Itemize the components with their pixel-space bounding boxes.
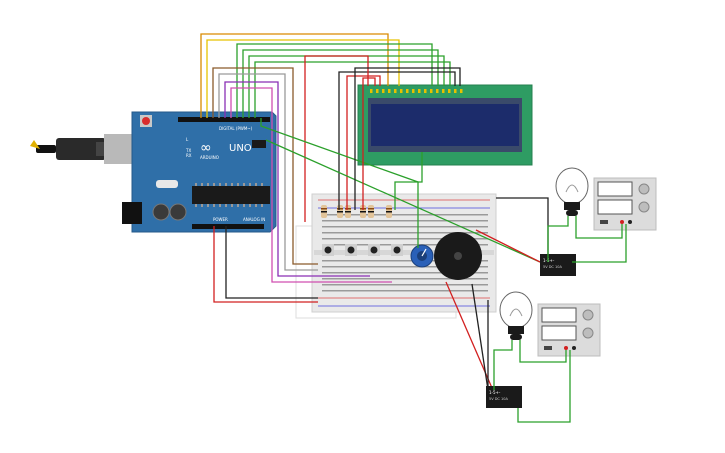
wire-red-top xyxy=(304,55,369,222)
arduino-brand-label: ARDUINO xyxy=(200,155,219,160)
wire-green-r2-psu xyxy=(517,350,571,423)
piezo-buzzer xyxy=(434,232,482,280)
wire-red-relay2 xyxy=(445,281,493,389)
wire-orange xyxy=(200,33,389,118)
light-bulb-2 xyxy=(499,291,533,340)
wire-green-r2-bulb xyxy=(493,340,513,390)
lcd-display xyxy=(357,84,533,166)
wire-black-gnd xyxy=(225,226,318,299)
relay-1: 1-5+- 5V DC 10A xyxy=(540,254,576,276)
pushbuttons xyxy=(322,244,403,256)
wire-green-lcd-5 xyxy=(394,152,423,210)
wires-green-power xyxy=(493,216,627,423)
wire-yellow xyxy=(206,39,400,118)
wire-red-5v xyxy=(213,226,318,303)
wire-red-lcd xyxy=(346,75,381,210)
analog-pins-label: ANALOG IN xyxy=(243,217,265,222)
light-bulb-1 xyxy=(555,167,589,216)
wire-green-r1-bulb xyxy=(547,216,569,262)
resistor-3 xyxy=(345,205,351,218)
rx-led-label: RX xyxy=(186,153,192,158)
lcd-pins xyxy=(370,89,463,93)
potentiometer[interactable] xyxy=(410,244,434,268)
wire-pink xyxy=(230,87,392,283)
l-led-label: L xyxy=(186,137,189,142)
arduino-model-label: UNO xyxy=(229,143,252,154)
relay-2-label-line2: 5V DC 10A xyxy=(489,397,508,401)
digital-pins-label: DIGITAL (PWM~) xyxy=(219,126,253,131)
wire-red-lcd-2 xyxy=(362,77,376,210)
resistor-5 xyxy=(368,205,374,218)
relay-1-label-line2: 5V DC 10A xyxy=(543,265,562,269)
relay-2: 1-5+- 5V DC 10A xyxy=(486,386,522,408)
pushbutton-4[interactable] xyxy=(391,244,403,256)
wire-green-diagonal xyxy=(265,139,541,263)
wire-gray xyxy=(218,73,318,271)
wire-green-pot xyxy=(260,118,419,248)
relay-1-label-line1: 1-5+- xyxy=(543,258,555,263)
pushbutton-3[interactable] xyxy=(368,244,380,256)
wire-green-1 xyxy=(236,43,433,118)
wire-brown xyxy=(212,67,318,265)
power-supply-1 xyxy=(593,177,657,231)
power-pins-label: POWER xyxy=(213,217,228,222)
wire-red-relay1 xyxy=(475,229,541,263)
tx-led-label: TX xyxy=(185,148,191,153)
wires-arduino-lcd xyxy=(200,33,541,303)
arduino-logo: ∞ xyxy=(200,140,212,156)
relay-2-label-line1: 1-5+- xyxy=(489,390,501,395)
wire-green-4 xyxy=(254,61,451,118)
wire-black-lcd-2 xyxy=(354,67,461,210)
resistor-2 xyxy=(337,205,343,218)
power-supply-2 xyxy=(537,303,601,357)
resistor-1 xyxy=(321,205,327,218)
wire-black-lcd xyxy=(338,71,456,210)
usb-cable xyxy=(30,134,144,164)
wire-green-r1-bulb2 xyxy=(575,216,623,239)
wire-purple-1 xyxy=(224,81,370,277)
arduino-uno-board: ∞ ARDUINO UNO DIGITAL (PWM~) POWER ANALO… xyxy=(122,111,277,233)
wire-green-r1-psu xyxy=(572,224,627,263)
pushbutton-2[interactable] xyxy=(345,244,357,256)
wire-black-relay2-b xyxy=(471,283,489,391)
pushbutton-1[interactable] xyxy=(322,244,334,256)
resistor-6 xyxy=(386,205,392,218)
wires-relays xyxy=(445,197,549,391)
wire-green-r2-bulb2 xyxy=(519,340,567,363)
